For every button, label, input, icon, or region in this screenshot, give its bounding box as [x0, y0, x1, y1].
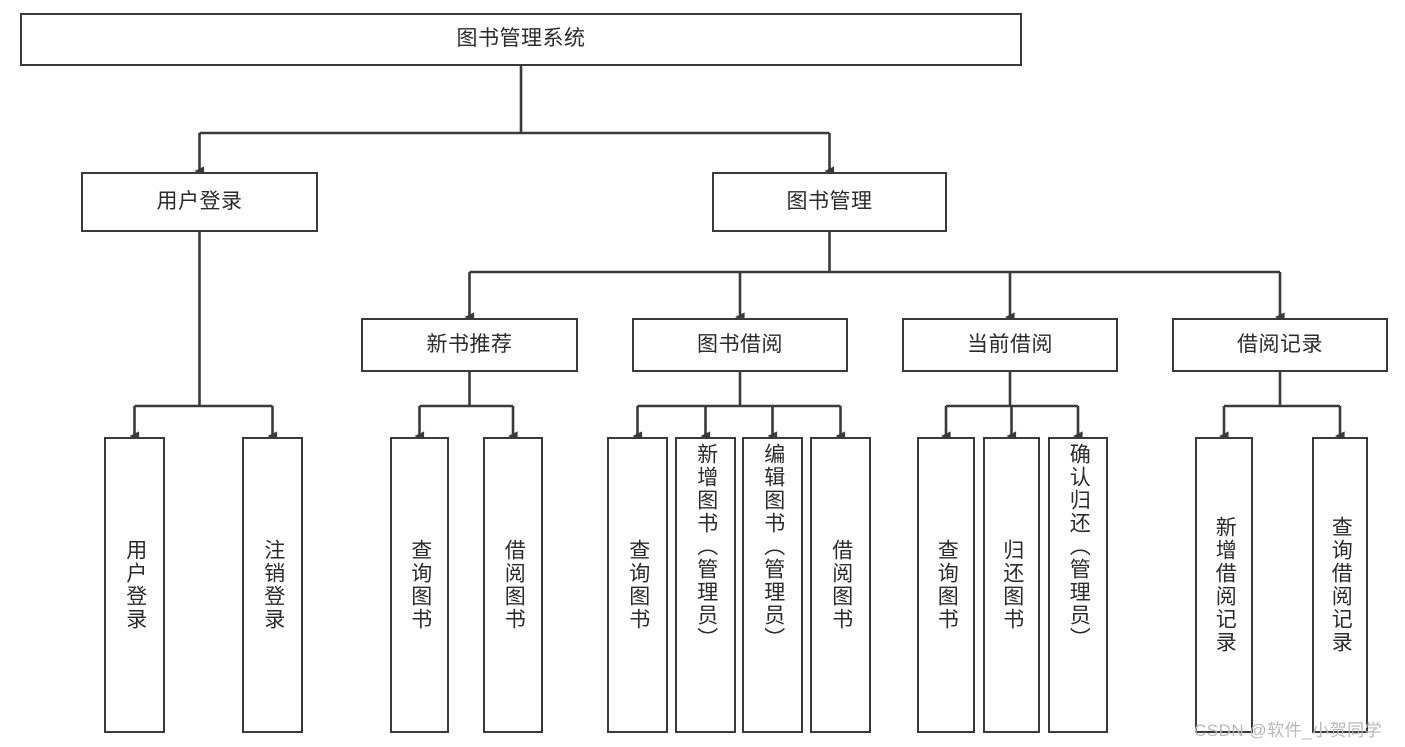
- node-leaf-query-book-3[interactable]: 查询图书: [917, 437, 975, 733]
- node-leaf-return-book[interactable]: 归还图书: [983, 437, 1040, 733]
- node-label-leaf-add-book: 新增图书（管理员）: [694, 443, 718, 650]
- node-label-leaf-return-book: 归还图书: [1000, 539, 1024, 631]
- node-label-leaf-borrow-book-2: 借阅图书: [829, 539, 853, 631]
- node-label-leaf-query-book-1: 查询图书: [408, 539, 432, 631]
- node-label-user-login: 用户登录: [156, 189, 243, 213]
- node-label-leaf-user-login: 用户登录: [123, 539, 147, 631]
- node-label-borrow-record: 借阅记录: [1237, 332, 1323, 356]
- node-label-new-book-rec: 新书推荐: [426, 332, 513, 356]
- node-new-book-rec[interactable]: 新书推荐: [361, 318, 578, 372]
- node-user-login[interactable]: 用户登录: [81, 172, 318, 232]
- node-leaf-borrow-book-2[interactable]: 借阅图书: [810, 437, 871, 733]
- node-current-borrow[interactable]: 当前借阅: [902, 318, 1118, 372]
- node-label-book-manage: 图书管理: [786, 189, 873, 213]
- node-borrow-record[interactable]: 借阅记录: [1172, 318, 1388, 372]
- node-label-leaf-add-record: 新增借阅记录: [1213, 516, 1237, 654]
- node-label-leaf-borrow-book-1: 借阅图书: [502, 539, 526, 631]
- node-leaf-user-login[interactable]: 用户登录: [104, 437, 165, 733]
- node-label-leaf-edit-book: 编辑图书（管理员）: [761, 443, 785, 650]
- node-label-leaf-confirm-return: 确认归还（管理员）: [1067, 443, 1091, 650]
- node-label-book-borrow: 图书借阅: [697, 332, 783, 356]
- node-leaf-query-record[interactable]: 查询借阅记录: [1312, 437, 1368, 733]
- node-label-leaf-query-record: 查询借阅记录: [1329, 516, 1353, 654]
- node-label-root: 图书管理系统: [456, 27, 586, 51]
- node-leaf-query-book-1[interactable]: 查询图书: [390, 437, 449, 733]
- node-label-leaf-query-book-3: 查询图书: [935, 539, 959, 631]
- node-root[interactable]: 图书管理系统: [20, 13, 1022, 66]
- node-leaf-query-book-2[interactable]: 查询图书: [607, 437, 668, 733]
- node-leaf-add-book[interactable]: 新增图书（管理员）: [675, 437, 736, 733]
- node-book-manage[interactable]: 图书管理: [712, 172, 947, 232]
- node-book-borrow[interactable]: 图书借阅: [632, 318, 848, 372]
- node-leaf-confirm-return[interactable]: 确认归还（管理员）: [1048, 437, 1108, 733]
- node-label-current-borrow: 当前借阅: [967, 332, 1053, 356]
- node-label-leaf-user-logout: 注销登录: [261, 539, 285, 631]
- node-label-leaf-query-book-2: 查询图书: [626, 539, 650, 631]
- node-leaf-edit-book[interactable]: 编辑图书（管理员）: [742, 437, 803, 733]
- node-leaf-add-record[interactable]: 新增借阅记录: [1195, 437, 1253, 733]
- node-leaf-user-logout[interactable]: 注销登录: [242, 437, 303, 733]
- node-leaf-borrow-book-1[interactable]: 借阅图书: [483, 437, 543, 733]
